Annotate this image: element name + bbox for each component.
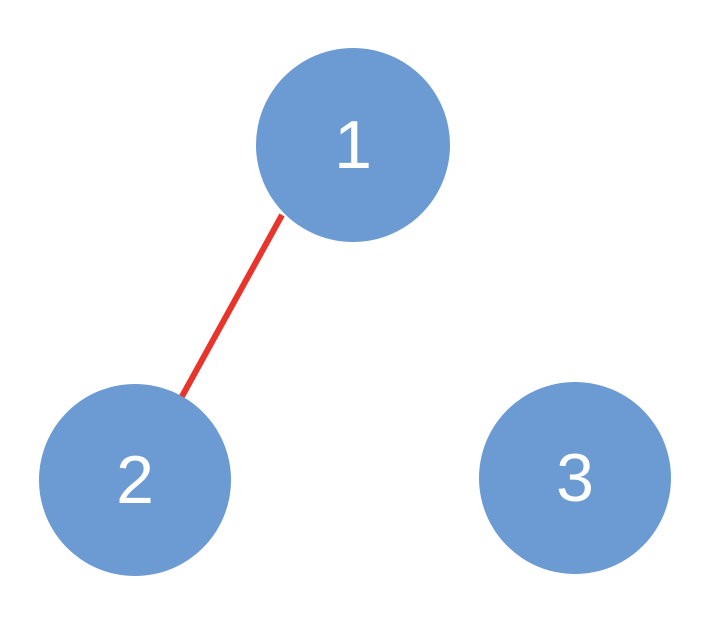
graph-node-label: 1 (334, 107, 372, 183)
graph-node-circle[interactable] (479, 382, 671, 574)
graph-node[interactable]: 1 (256, 48, 450, 242)
graph-node-label: 3 (556, 440, 594, 516)
graph-node[interactable]: 3 (479, 382, 671, 574)
edges-layer (177, 213, 285, 402)
graph-node-circle[interactable] (39, 384, 231, 576)
graph-edge[interactable] (177, 213, 285, 402)
graph-node-circle[interactable] (256, 48, 450, 242)
graph-node[interactable]: 2 (39, 384, 231, 576)
graph-node-label: 2 (116, 442, 154, 518)
nodes-layer: 1 2 3 (39, 48, 671, 576)
